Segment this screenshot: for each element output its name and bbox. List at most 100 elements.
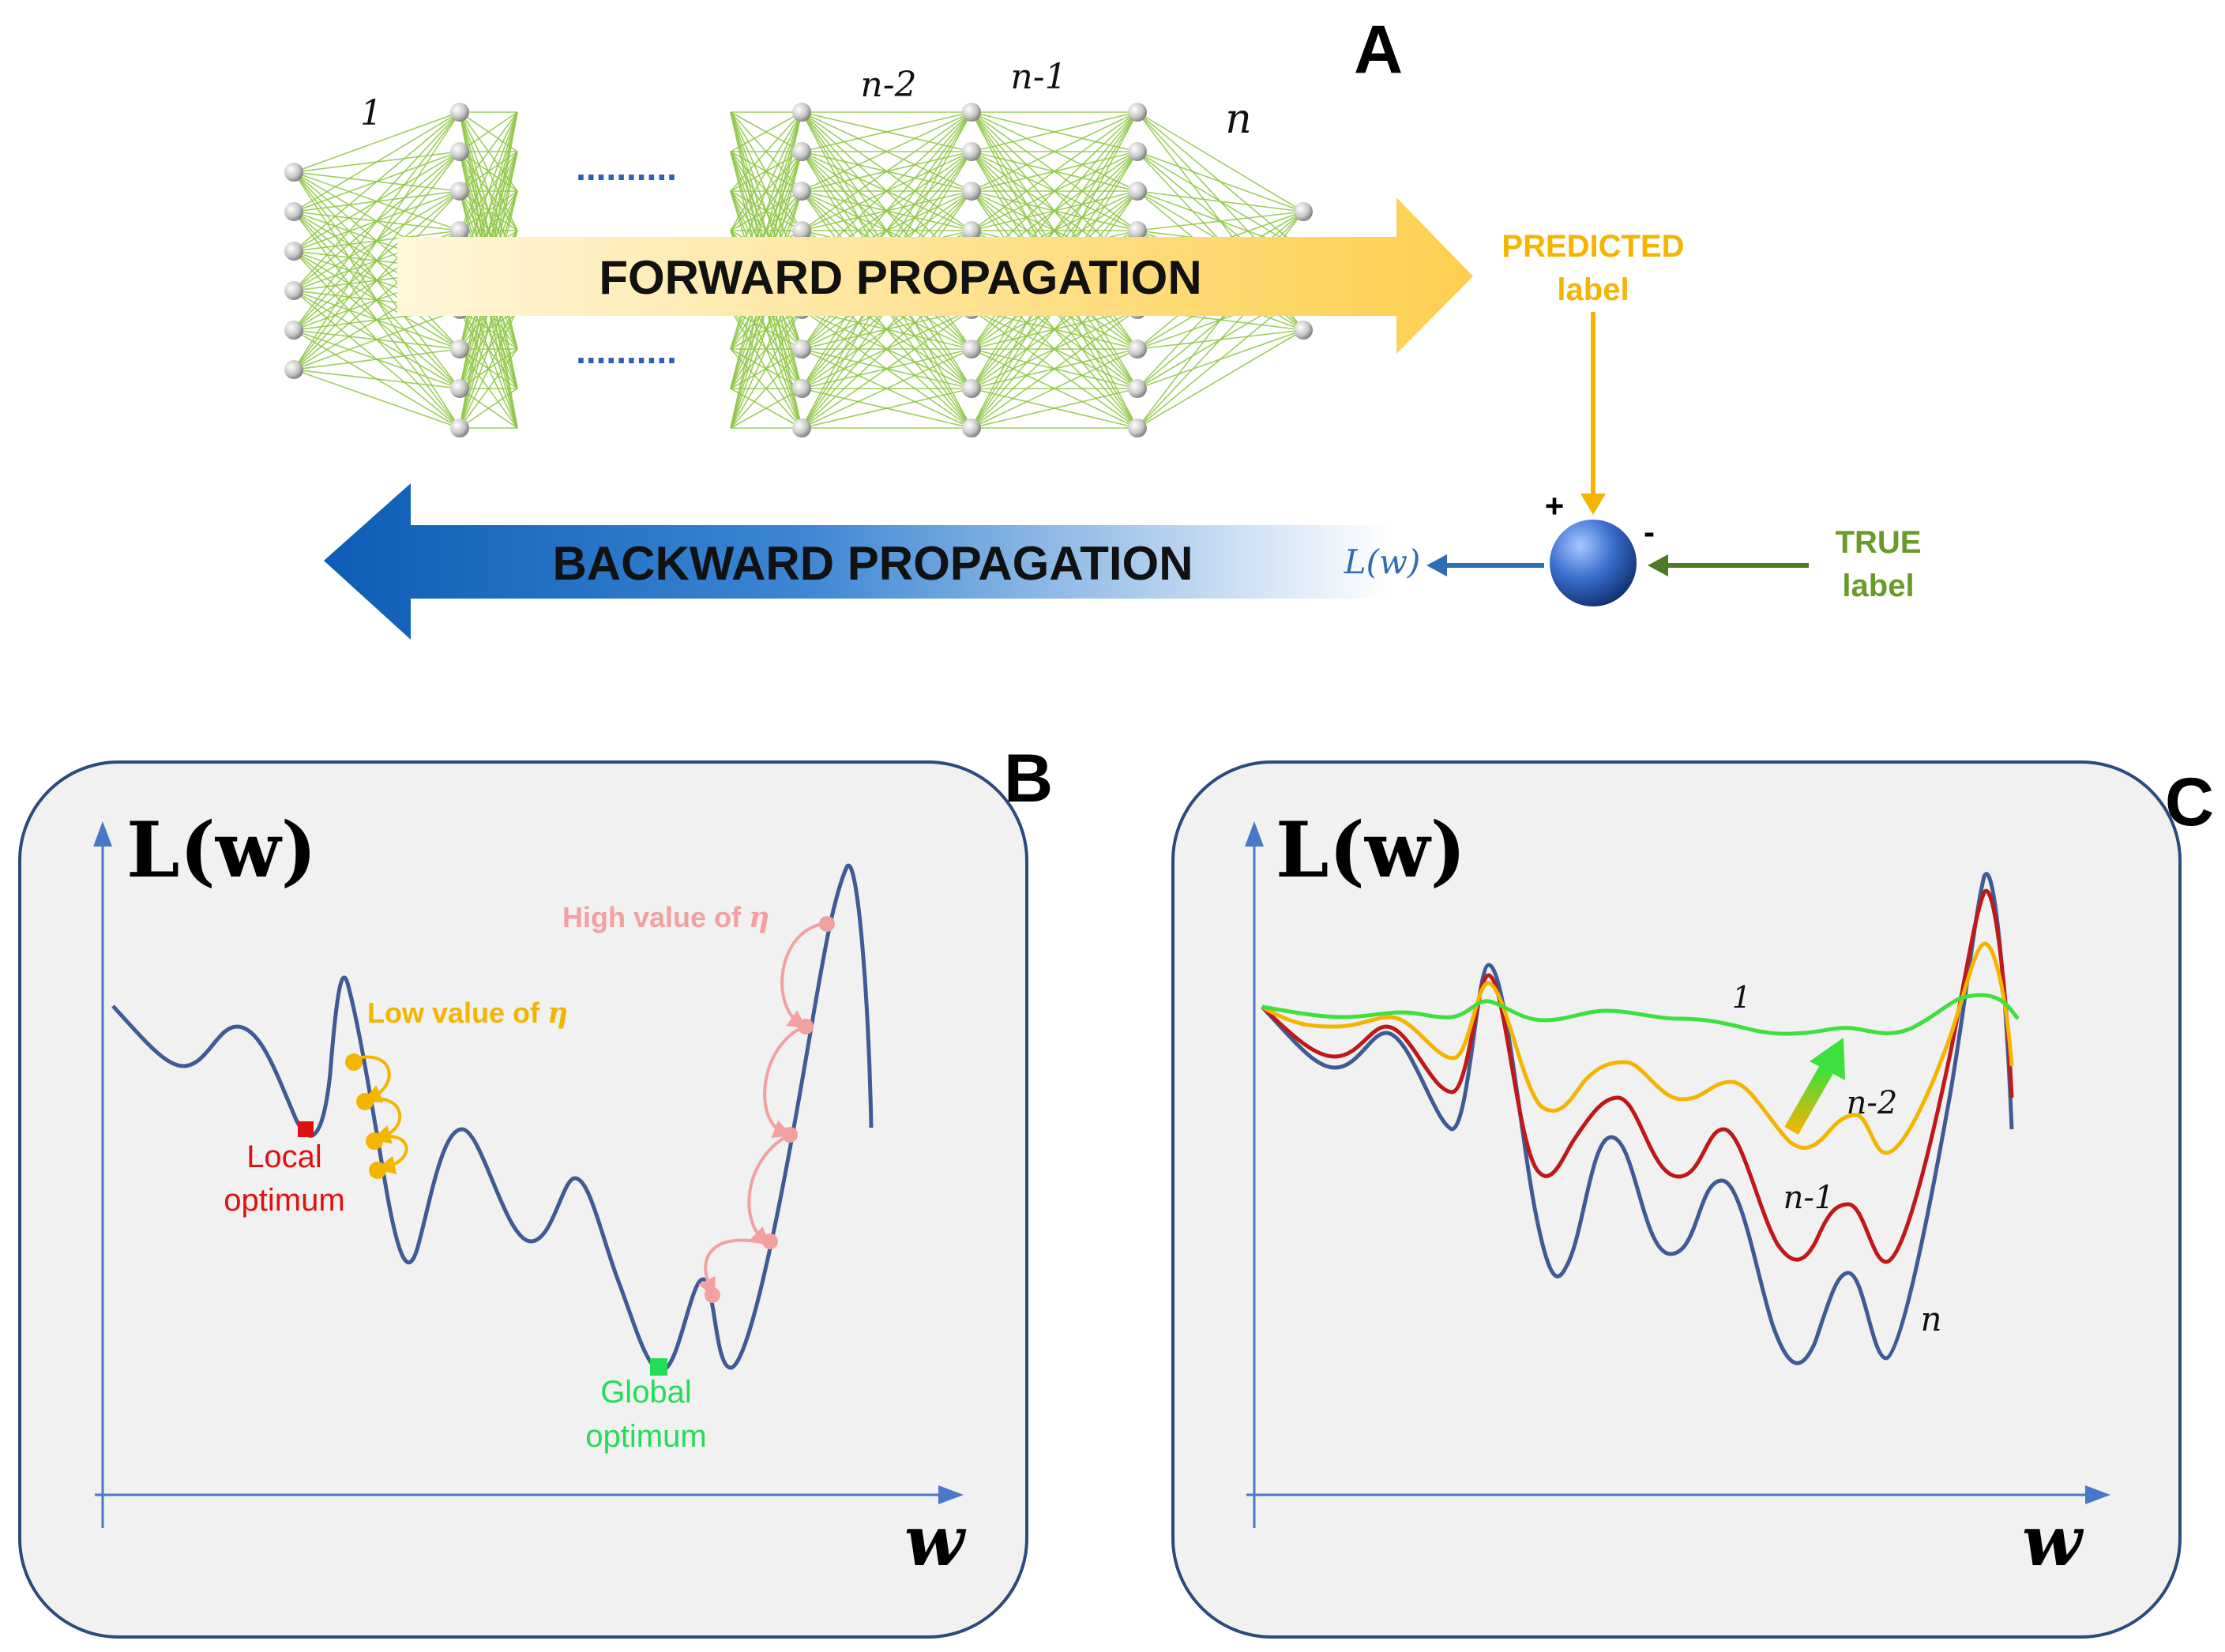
network-node bbox=[962, 221, 981, 240]
network-edge bbox=[730, 111, 802, 231]
panel-c: C L(w) w 1 n-2 n-1 n bbox=[1171, 760, 2214, 1639]
backward-propagation-label: BACKWARD PROPAGATION bbox=[552, 537, 1193, 590]
true-label-arrowhead bbox=[1648, 554, 1668, 576]
network-node bbox=[962, 340, 981, 359]
network-edge bbox=[801, 111, 972, 192]
network-node bbox=[284, 360, 303, 379]
high-eta-hop-2 bbox=[763, 1027, 802, 1138]
comparator-node bbox=[1550, 520, 1637, 606]
network-edge bbox=[1137, 190, 1304, 212]
network-node bbox=[1128, 340, 1147, 359]
network-edge bbox=[730, 388, 802, 429]
local-optimum-line2: optimum bbox=[224, 1183, 344, 1218]
network-node bbox=[1128, 182, 1147, 201]
loss-arrowhead bbox=[1426, 554, 1447, 576]
plus-sign: + bbox=[1545, 487, 1565, 524]
minus-sign: - bbox=[1644, 513, 1655, 550]
network-edge bbox=[801, 388, 972, 429]
c-x-axis-arrowhead bbox=[2085, 1485, 2110, 1504]
ellipsis-top: .......... bbox=[576, 147, 677, 188]
network-node bbox=[450, 379, 469, 398]
network-node bbox=[284, 321, 303, 340]
layer-label-1: 1 bbox=[360, 93, 382, 133]
global-optimum-marker bbox=[650, 1358, 667, 1376]
network-node bbox=[450, 182, 469, 201]
high-eta-step-1 bbox=[819, 916, 835, 932]
panel-a-letter: A bbox=[1354, 12, 1403, 88]
high-eta-step-2 bbox=[798, 1019, 814, 1034]
high-eta-hop-3 bbox=[747, 1136, 787, 1247]
network-node bbox=[284, 242, 303, 261]
network-edge bbox=[1137, 329, 1304, 429]
b-x-axis-label: w bbox=[904, 1500, 967, 1582]
c-y-axis-label: L(w) bbox=[1276, 805, 1466, 895]
network-node bbox=[1294, 202, 1313, 221]
high-eta-symbol: η bbox=[749, 901, 769, 934]
network-node bbox=[792, 379, 811, 398]
network-edge bbox=[293, 348, 460, 370]
global-optimum-line1: Global bbox=[600, 1375, 692, 1410]
network-edge bbox=[293, 309, 460, 370]
low-eta-hop-1 bbox=[356, 1055, 391, 1103]
high-eta-step-5 bbox=[705, 1287, 720, 1303]
network-node bbox=[1128, 419, 1147, 437]
network-edge bbox=[971, 388, 1138, 429]
true-label-line1: TRUE bbox=[1836, 525, 1922, 560]
high-eta-hop-4 bbox=[698, 1238, 765, 1297]
c-curve-label-n-minus-1: n-1 bbox=[1783, 1180, 1835, 1216]
network-node bbox=[1128, 379, 1147, 398]
b-x-axis-arrowhead bbox=[938, 1485, 964, 1504]
local-optimum-line1: Local bbox=[246, 1140, 322, 1174]
true-label-line2: label bbox=[1842, 569, 1914, 603]
c-curve-n bbox=[1261, 872, 2014, 1365]
network-node bbox=[450, 221, 469, 240]
c-curve-label-n: n bbox=[1920, 1300, 1941, 1338]
network-node bbox=[450, 419, 469, 437]
ellipsis-bottom: .......... bbox=[576, 330, 677, 371]
low-eta-step-2 bbox=[356, 1093, 374, 1110]
network-edge bbox=[459, 388, 518, 429]
low-eta-step-3 bbox=[366, 1132, 383, 1150]
network-node bbox=[792, 419, 811, 437]
network-edge bbox=[293, 111, 460, 331]
low-eta-hop-2 bbox=[367, 1097, 402, 1144]
network-edge bbox=[459, 111, 518, 231]
backward-arrow bbox=[324, 483, 1390, 640]
c-x-axis-label: w bbox=[2022, 1500, 2084, 1582]
network-edge bbox=[459, 348, 518, 429]
panel-b-letter: B bbox=[1004, 741, 1053, 817]
layer-label-n-minus-1: n-1 bbox=[1010, 57, 1066, 97]
forward-arrow bbox=[397, 197, 1473, 354]
c-curve-n-minus-2 bbox=[1261, 941, 2014, 1155]
network-edge bbox=[971, 309, 1138, 429]
low-eta-steps bbox=[345, 1053, 408, 1179]
network-edge bbox=[801, 348, 972, 429]
network-node bbox=[450, 142, 469, 161]
network-edge bbox=[730, 111, 802, 192]
network-edge bbox=[459, 309, 518, 429]
network-node bbox=[284, 163, 303, 182]
network-edge bbox=[1137, 111, 1304, 212]
network-node bbox=[792, 340, 811, 359]
network-edge bbox=[730, 309, 802, 429]
network-edge bbox=[459, 111, 518, 192]
high-eta-prefix: High value of bbox=[562, 901, 749, 933]
network-node bbox=[962, 103, 981, 122]
network-edge bbox=[293, 151, 460, 370]
low-eta-hop-3 bbox=[376, 1134, 408, 1175]
network-edge bbox=[801, 309, 972, 429]
low-eta-symbol: η bbox=[547, 997, 568, 1030]
panel-b-frame bbox=[18, 760, 1028, 1639]
network-edge bbox=[730, 348, 802, 429]
c-curve-label-1: 1 bbox=[1732, 980, 1751, 1015]
network-node bbox=[962, 419, 981, 437]
predicted-arrowhead bbox=[1580, 494, 1606, 515]
network-edge bbox=[293, 190, 460, 370]
network-node bbox=[450, 340, 469, 359]
local-optimum-marker bbox=[298, 1121, 314, 1137]
c-improvement-arrow bbox=[1784, 1038, 1845, 1135]
network-node bbox=[962, 142, 981, 161]
predicted-label-line2: label bbox=[1557, 272, 1629, 307]
network-edge bbox=[971, 111, 1138, 231]
